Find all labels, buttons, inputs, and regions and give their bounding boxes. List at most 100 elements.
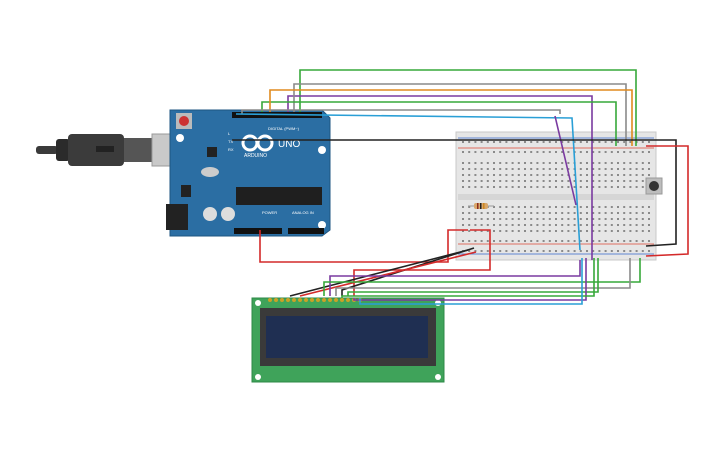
breadboard-hole[interactable] xyxy=(517,250,520,252)
breadboard-hole[interactable] xyxy=(505,224,508,226)
wire-green[interactable] xyxy=(299,69,637,146)
breadboard-hole[interactable] xyxy=(610,230,613,232)
breadboard-hole[interactable] xyxy=(505,168,508,170)
breadboard-hole[interactable] xyxy=(635,186,638,188)
breadboard-hole[interactable] xyxy=(648,240,650,242)
breadboard-hole[interactable] xyxy=(517,218,520,220)
power-analog-header[interactable] xyxy=(234,228,324,234)
breadboard-hole[interactable] xyxy=(629,224,632,226)
breadboard-hole[interactable] xyxy=(579,206,582,208)
breadboard-hole[interactable] xyxy=(561,240,564,242)
wire-green[interactable] xyxy=(323,258,641,296)
breadboard-hole[interactable] xyxy=(586,224,588,226)
wire-red[interactable] xyxy=(259,229,468,263)
breadboard-hole[interactable] xyxy=(542,162,545,164)
breadboard-hole[interactable] xyxy=(586,151,588,153)
breadboard-hole[interactable] xyxy=(530,162,533,164)
breadboard-hole[interactable] xyxy=(592,250,595,252)
breadboard-hole[interactable] xyxy=(635,174,638,176)
breadboard-hole[interactable] xyxy=(548,250,551,252)
breadboard-hole[interactable] xyxy=(555,218,557,220)
breadboard-hole[interactable] xyxy=(555,240,557,242)
breadboard-hole[interactable] xyxy=(623,230,626,232)
breadboard-hole[interactable] xyxy=(530,230,533,232)
breadboard-hole[interactable] xyxy=(586,174,588,176)
lcd-pin[interactable] xyxy=(310,298,314,302)
breadboard-hole[interactable] xyxy=(641,218,644,220)
wire-green[interactable] xyxy=(261,101,617,146)
breadboard-hole[interactable] xyxy=(555,141,557,143)
breadboard-hole[interactable] xyxy=(641,186,644,188)
breadboard-hole[interactable] xyxy=(505,174,508,176)
breadboard-hole[interactable] xyxy=(592,206,595,208)
resistor[interactable] xyxy=(468,203,494,209)
breadboard-hole[interactable] xyxy=(517,212,520,214)
breadboard-hole[interactable] xyxy=(561,186,564,188)
breadboard-hole[interactable] xyxy=(486,180,489,182)
breadboard-hole[interactable] xyxy=(474,212,477,214)
lcd-pin[interactable] xyxy=(346,298,350,302)
breadboard-hole[interactable] xyxy=(567,151,570,153)
breadboard-hole[interactable] xyxy=(598,224,601,226)
breadboard-hole[interactable] xyxy=(579,218,582,220)
wire-orange[interactable] xyxy=(269,89,633,146)
breadboard-hole[interactable] xyxy=(468,151,471,153)
breadboard-hole[interactable] xyxy=(635,168,638,170)
wire-green[interactable] xyxy=(347,258,599,296)
breadboard-hole[interactable] xyxy=(524,174,526,176)
breadboard-hole[interactable] xyxy=(641,224,644,226)
breadboard-hole[interactable] xyxy=(604,141,607,143)
breadboard-hole[interactable] xyxy=(517,162,520,164)
breadboard-hole[interactable] xyxy=(499,162,502,164)
breadboard-hole[interactable] xyxy=(629,151,632,153)
breadboard-hole[interactable] xyxy=(579,224,582,226)
breadboard-hole[interactable] xyxy=(567,218,570,220)
breadboard-hole[interactable] xyxy=(573,212,576,214)
breadboard-hole[interactable] xyxy=(623,250,626,252)
breadboard-hole[interactable] xyxy=(542,168,545,170)
breadboard-hole[interactable] xyxy=(462,218,464,220)
breadboard-hole[interactable] xyxy=(530,151,533,153)
lcd-pin[interactable] xyxy=(322,298,326,302)
breadboard-hole[interactable] xyxy=(573,224,576,226)
breadboard-hole[interactable] xyxy=(629,168,632,170)
breadboard-hole[interactable] xyxy=(530,224,533,226)
breadboard-hole[interactable] xyxy=(623,162,626,164)
breadboard-hole[interactable] xyxy=(573,174,576,176)
wire-gray[interactable] xyxy=(293,83,627,146)
breadboard-hole[interactable] xyxy=(635,240,638,242)
breadboard-hole[interactable] xyxy=(542,151,545,153)
breadboard-hole[interactable] xyxy=(604,151,607,153)
breadboard-hole[interactable] xyxy=(511,230,514,232)
breadboard-hole[interactable] xyxy=(641,174,644,176)
breadboard-holes[interactable] xyxy=(462,141,650,252)
breadboard-hole[interactable] xyxy=(610,186,613,188)
breadboard-hole[interactable] xyxy=(561,151,564,153)
breadboard-hole[interactable] xyxy=(623,240,626,242)
breadboard-hole[interactable] xyxy=(641,212,644,214)
breadboard-hole[interactable] xyxy=(511,162,514,164)
breadboard-hole[interactable] xyxy=(530,212,533,214)
breadboard-hole[interactable] xyxy=(586,162,588,164)
breadboard[interactable] xyxy=(455,131,663,261)
breadboard-hole[interactable] xyxy=(536,218,539,220)
breadboard-hole[interactable] xyxy=(486,230,489,232)
breadboard-hole[interactable] xyxy=(555,162,557,164)
breadboard-hole[interactable] xyxy=(530,240,533,242)
breadboard-hole[interactable] xyxy=(468,168,471,170)
breadboard-hole[interactable] xyxy=(486,218,489,220)
breadboard-hole[interactable] xyxy=(505,230,508,232)
breadboard-hole[interactable] xyxy=(536,186,539,188)
breadboard-hole[interactable] xyxy=(505,186,508,188)
breadboard-hole[interactable] xyxy=(462,230,464,232)
breadboard-hole[interactable] xyxy=(598,250,601,252)
breadboard-hole[interactable] xyxy=(524,141,526,143)
breadboard-hole[interactable] xyxy=(505,212,508,214)
breadboard-hole[interactable] xyxy=(530,141,533,143)
breadboard-hole[interactable] xyxy=(511,218,514,220)
wire-black[interactable] xyxy=(341,247,475,296)
breadboard-hole[interactable] xyxy=(468,141,471,143)
breadboard-hole[interactable] xyxy=(573,230,576,232)
breadboard-hole[interactable] xyxy=(598,212,601,214)
breadboard-hole[interactable] xyxy=(542,206,545,208)
